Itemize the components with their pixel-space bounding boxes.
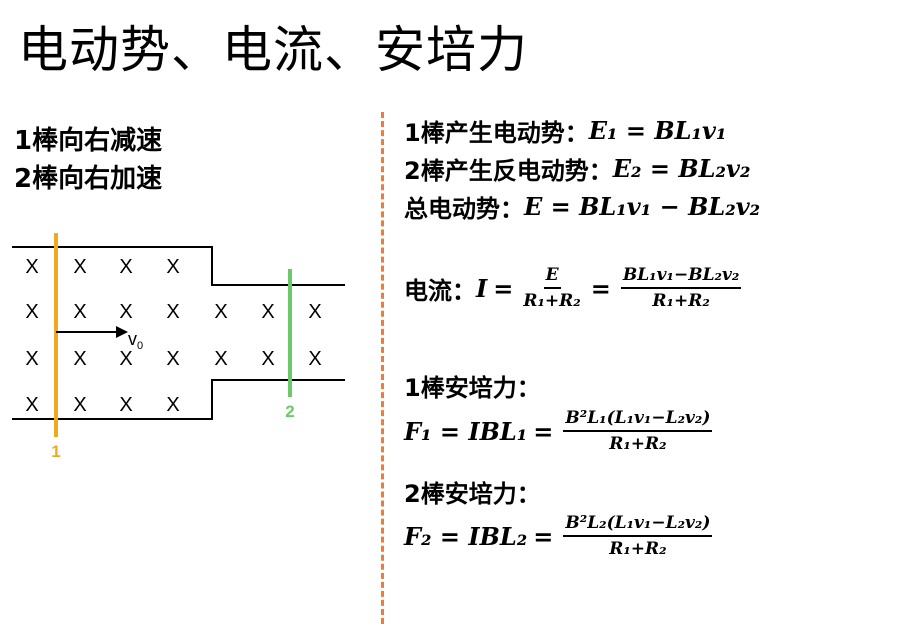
force2-label: 2棒安培力： [404, 480, 541, 508]
emf1-formula: E₁ = BL₁v₁ [588, 116, 727, 145]
field-mark-0: X [25, 256, 38, 278]
field-mark-17: X [308, 348, 321, 370]
field-mark-1: X [73, 256, 86, 278]
rod1-motion-text: 1棒向右减速 [14, 126, 163, 156]
field-mark-13: X [119, 348, 132, 370]
current-label: 电流： [404, 276, 476, 305]
field-mark-3: X [166, 256, 179, 278]
force2-label-line: 2棒安培力： [404, 474, 541, 509]
dashed-divider [381, 112, 384, 624]
current-lhs: I [476, 273, 488, 303]
emf-total-formula: E = BL₁v₁ − BL₂v₂ [524, 192, 761, 221]
page-title: 电动势、电流、安培力 [18, 21, 528, 79]
force2-formula-line: F₂ = IBL₂ = B²L₂(L₁v₁−L₂v₂) R₁+R₂ [404, 513, 713, 559]
field-mark-20: X [119, 394, 132, 416]
rod-1-label: 1 [51, 442, 60, 461]
rail-diagram: X X X X X X X X X X X X X X X X X X X X X X 1 2 v0 [12, 233, 345, 461]
current-fraction-1: E R₁+R₂ [523, 265, 581, 311]
force1-formula-line: F₁ = IBL₁ = B²L₁(L₁v₁−L₂v₂) R₁+R₂ [404, 408, 713, 454]
emf2-label: 2棒产生反电动势： [404, 157, 613, 185]
field-mark-6: X [119, 301, 132, 323]
emf2-formula: E₂ = BL₂v₂ [612, 154, 751, 183]
field-mark-9: X [261, 301, 274, 323]
field-mark-10: X [308, 301, 321, 323]
rail-top [12, 246, 345, 286]
force1-fraction: B²L₁(L₁v₁−L₂v₂) R₁+R₂ [563, 408, 713, 454]
field-mark-2: X [119, 256, 132, 278]
force1-label-line: 1棒安培力： [404, 368, 541, 403]
current-fraction-2: BL₁v₁−BL₂v₂ R₁+R₂ [620, 265, 742, 311]
field-mark-18: X [25, 394, 38, 416]
field-mark-16: X [261, 348, 274, 370]
magnetic-field-marks: X X X X X X X X X X X X X X X X X X X X X X [25, 256, 321, 416]
rod-2-label: 2 [285, 402, 294, 421]
emf2-line: 2棒产生反电动势： E₂ = BL₂v₂ [404, 151, 750, 186]
emf1-line: 1棒产生电动势： E₁ = BL₁v₁ [404, 113, 726, 148]
force1-label: 1棒安培力： [404, 374, 541, 402]
force1-lhs: F₁ = IBL₁ [404, 416, 528, 446]
velocity-arrow-head [116, 326, 128, 338]
force2-fraction: B²L₂(L₁v₁−L₂v₂) R₁+R₂ [563, 513, 713, 559]
emf-total-label: 总电动势： [404, 195, 524, 223]
field-mark-14: X [166, 348, 179, 370]
field-mark-19: X [73, 394, 86, 416]
field-mark-7: X [166, 301, 179, 323]
force2-lhs: F₂ = IBL₂ [404, 521, 528, 551]
field-mark-5: X [73, 301, 86, 323]
velocity-label: v0 [128, 329, 143, 352]
field-mark-8: X [214, 301, 227, 323]
rail-bottom [12, 379, 345, 420]
field-mark-21: X [166, 394, 179, 416]
emf-total-line: 总电动势： E = BL₁v₁ − BL₂v₂ [404, 189, 760, 224]
rod2-motion-text: 2棒向右加速 [14, 164, 163, 194]
current-line: 电流： I = E R₁+R₂ = BL₁v₁−BL₂v₂ R₁+R₂ [404, 265, 742, 311]
field-mark-4: X [25, 301, 38, 323]
field-mark-12: X [73, 348, 86, 370]
field-mark-15: X [214, 348, 227, 370]
emf1-label: 1棒产生电动势： [404, 119, 589, 147]
field-mark-11: X [25, 348, 38, 370]
